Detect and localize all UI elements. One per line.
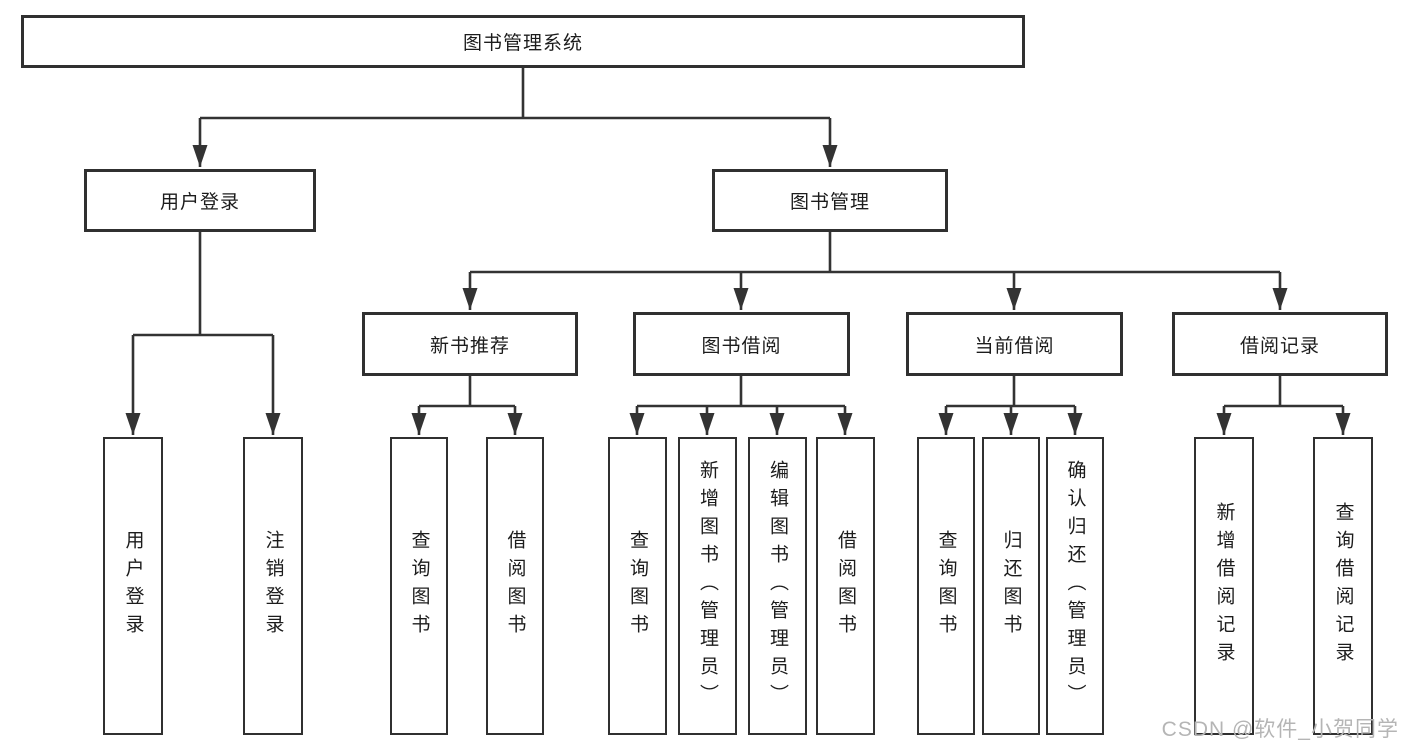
leaf-logout: 注销登录: [243, 437, 303, 735]
leaf-borrow-borrow-books: 借阅图书: [816, 437, 875, 735]
leaf-current-query-books: 查询图书: [917, 437, 975, 735]
leaf-user-login-label: 用户登录: [122, 530, 144, 642]
leaf-borrow-edit-books-admin: 编辑图书（管理员）: [748, 437, 807, 735]
node-new-book-recommend: 新书推荐: [362, 312, 578, 376]
leaf-newbook-borrow-books-label: 借阅图书: [504, 530, 526, 642]
leaf-borrow-borrow-books-label: 借阅图书: [835, 530, 856, 642]
node-root-system: 图书管理系统: [21, 15, 1025, 68]
node-book-management: 图书管理: [712, 169, 948, 232]
leaf-current-confirm-return-admin: 确认归还（管理员）: [1046, 437, 1104, 735]
node-borrow-records: 借阅记录: [1172, 312, 1388, 376]
leaf-newbook-query-books: 查询图书: [390, 437, 448, 735]
leaf-records-add-record: 新增借阅记录: [1194, 437, 1254, 735]
leaf-borrow-edit-books-admin-label: 编辑图书（管理员）: [767, 460, 788, 712]
leaf-records-add-record-label: 新增借阅记录: [1213, 502, 1235, 670]
leaf-user-login: 用户登录: [103, 437, 163, 735]
leaf-records-query-record: 查询借阅记录: [1313, 437, 1373, 735]
leaf-borrow-query-books: 查询图书: [608, 437, 667, 735]
leaf-current-return-books: 归还图书: [982, 437, 1040, 735]
leaf-logout-label: 注销登录: [262, 530, 284, 642]
leaf-newbook-borrow-books: 借阅图书: [486, 437, 544, 735]
leaf-current-confirm-return-admin-label: 确认归还（管理员）: [1064, 460, 1086, 712]
node-book-borrow: 图书借阅: [633, 312, 850, 376]
leaf-borrow-query-books-label: 查询图书: [627, 530, 648, 642]
node-user-login: 用户登录: [84, 169, 316, 232]
leaf-newbook-query-books-label: 查询图书: [408, 530, 430, 642]
leaf-current-query-books-label: 查询图书: [935, 530, 957, 642]
leaf-records-query-record-label: 查询借阅记录: [1332, 502, 1354, 670]
leaf-current-return-books-label: 归还图书: [1000, 530, 1022, 642]
leaf-borrow-add-books-admin: 新增图书（管理员）: [678, 437, 737, 735]
leaf-borrow-add-books-admin-label: 新增图书（管理员）: [697, 460, 718, 712]
node-current-borrow: 当前借阅: [906, 312, 1123, 376]
